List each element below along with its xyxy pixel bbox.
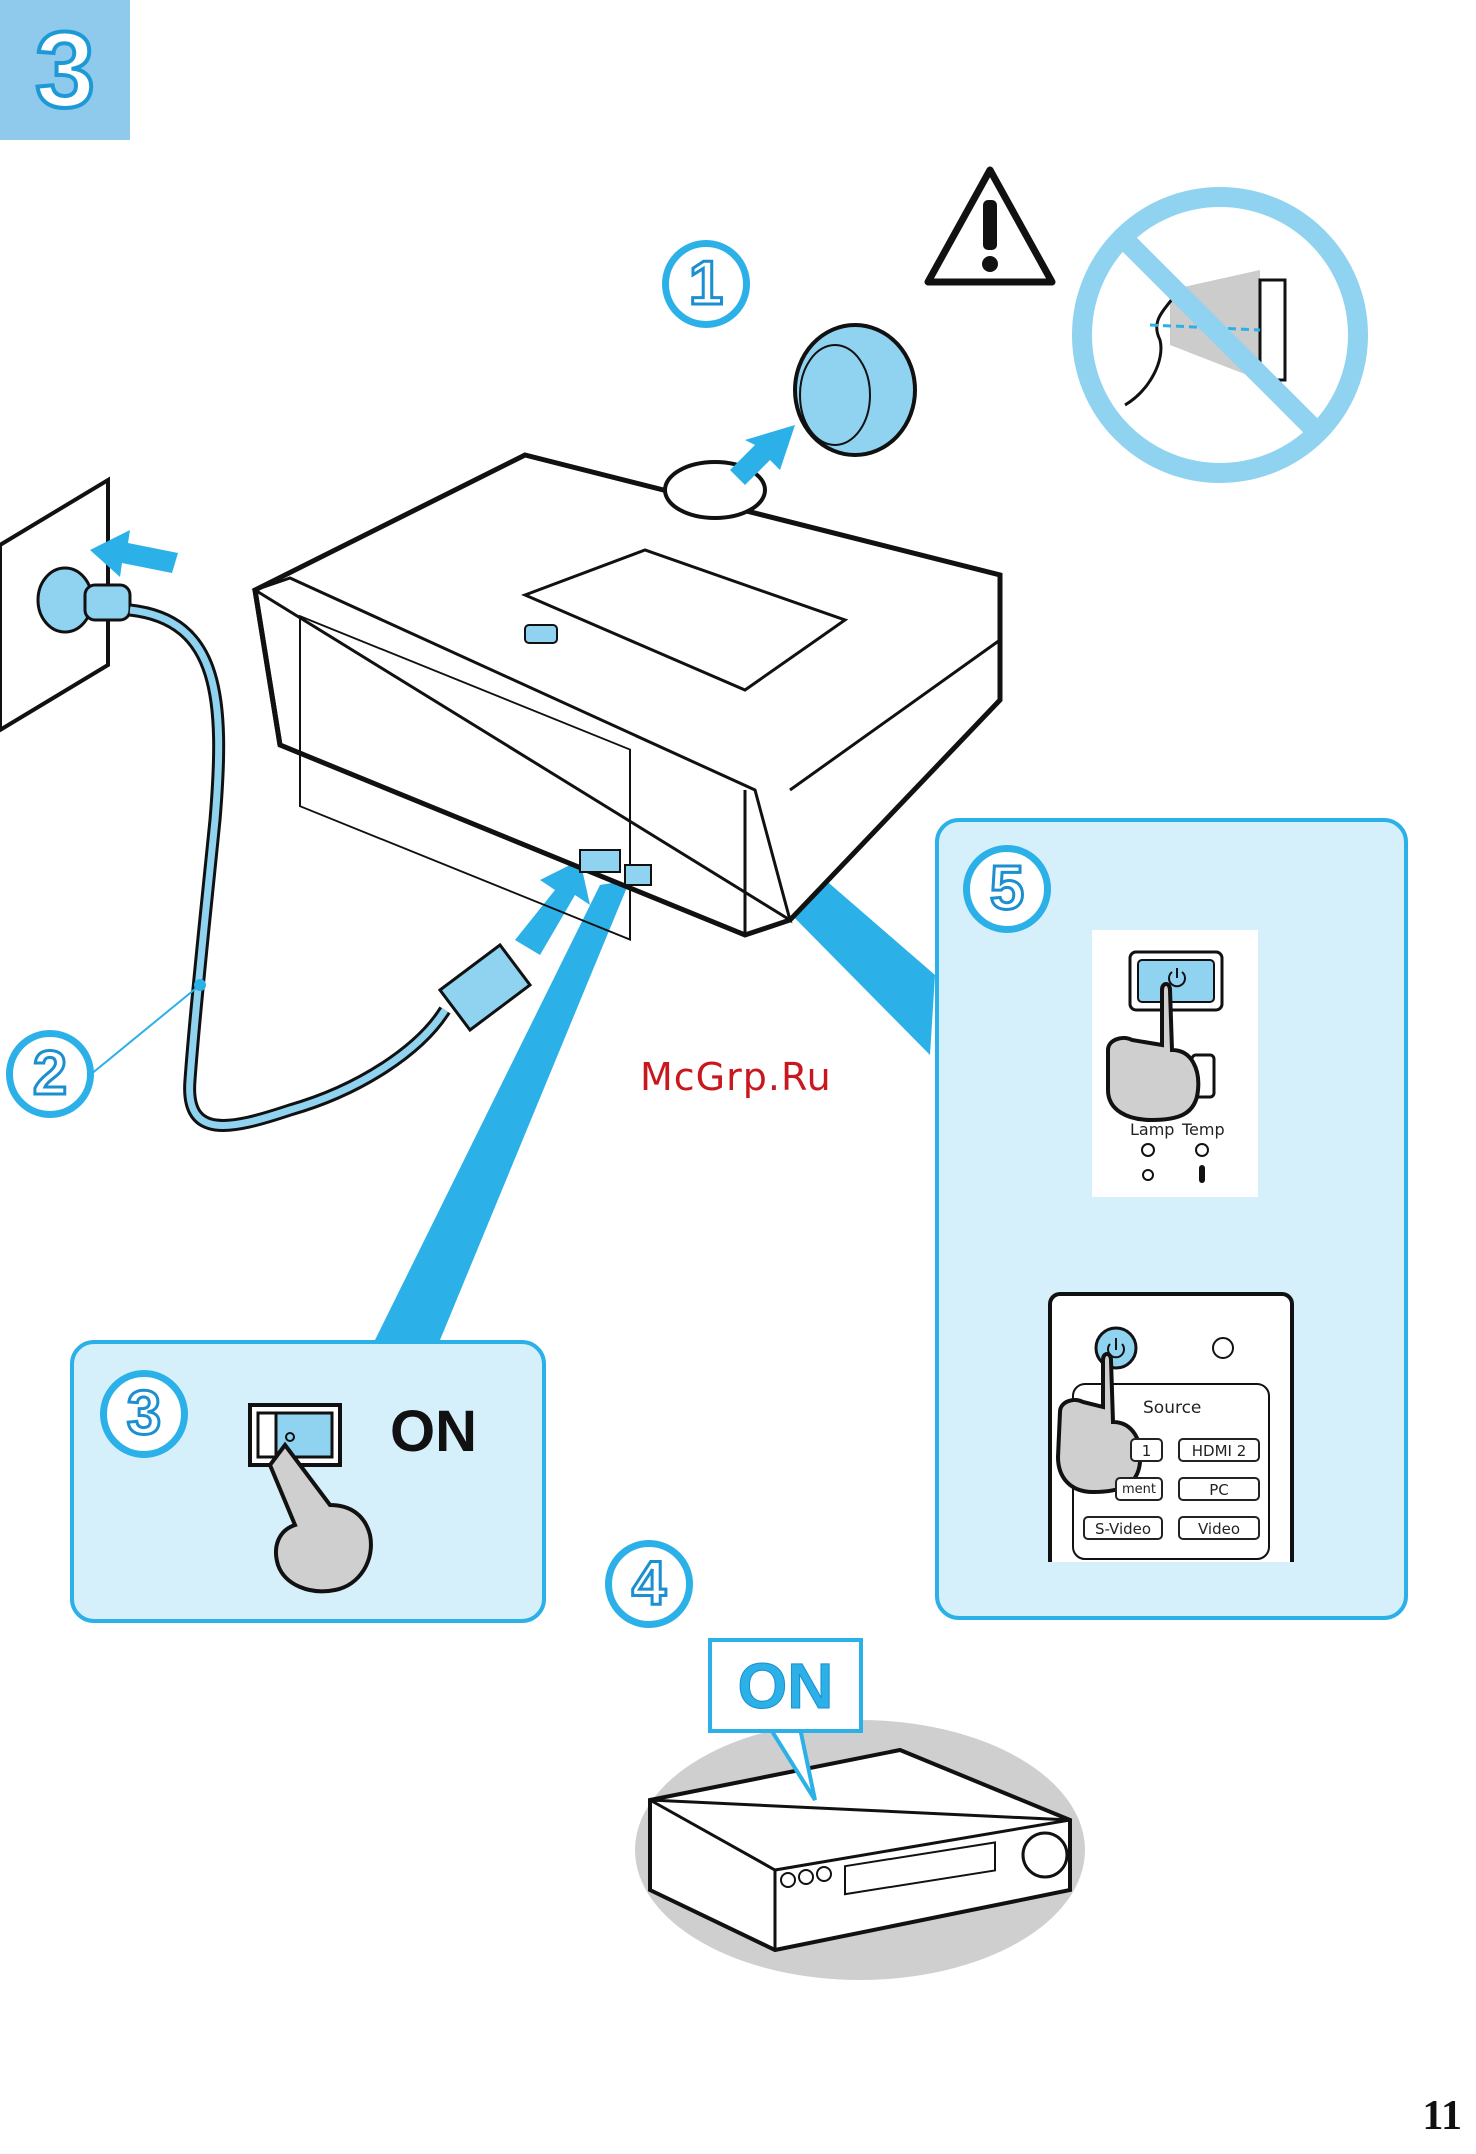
light-icon (1213, 1338, 1233, 1358)
control-panel-illustration (1092, 930, 1258, 1197)
step-4-number: 4 (632, 1553, 666, 1615)
av-device (635, 1720, 1085, 1980)
page-number: 11 (1422, 2092, 1462, 2140)
temp-label: Temp (1182, 1120, 1225, 1139)
step-5-circle: 5 (963, 845, 1051, 933)
panel-3-on-label: ON (390, 1398, 477, 1465)
power-plug (38, 568, 130, 632)
remote-button-hdmi2[interactable]: HDMI 2 (1178, 1438, 1260, 1462)
device-on-label: ON (738, 1654, 834, 1718)
main-power-switch-illustration (240, 1395, 390, 1605)
step-2-circle: 2 (6, 1030, 94, 1118)
lens-cap (795, 325, 915, 455)
remote-button-component[interactable]: ment (1115, 1477, 1163, 1501)
warning-triangle-icon (928, 170, 1052, 282)
step-1-circle: 1 (662, 240, 750, 328)
step-3-number: 3 (127, 1383, 161, 1445)
lamp-indicator-icon (1142, 1144, 1154, 1156)
step-1-number: 1 (689, 253, 723, 315)
remote-button-hdmi1[interactable]: 1 (1130, 1438, 1163, 1462)
device-on-callout: ON (708, 1638, 863, 1733)
no-looking-into-lens-icon (1082, 197, 1358, 473)
remote-button-video[interactable]: Video (1178, 1516, 1260, 1540)
projector (255, 455, 1000, 940)
power-connector (440, 945, 530, 1030)
hand-icon (1058, 1354, 1141, 1492)
step-2-leader-dot (194, 979, 206, 991)
step-5-number: 5 (990, 858, 1024, 920)
step-3-circle: 3 (100, 1370, 188, 1458)
remote-button-pc[interactable]: PC (1178, 1477, 1260, 1501)
step-4-circle: 4 (605, 1540, 693, 1628)
watermark: McGrp.Ru (640, 1055, 832, 1099)
step-2-number: 2 (33, 1043, 67, 1105)
lamp-label: Lamp (1130, 1120, 1174, 1139)
lens-cap-arrow (730, 425, 795, 485)
projector-power-button (1138, 960, 1214, 1002)
remote-source-label: Source (1143, 1398, 1201, 1418)
temp-indicator-icon (1196, 1144, 1208, 1156)
step-2-leader (90, 985, 200, 1075)
remote-button-s-video[interactable]: S-Video (1083, 1516, 1163, 1540)
